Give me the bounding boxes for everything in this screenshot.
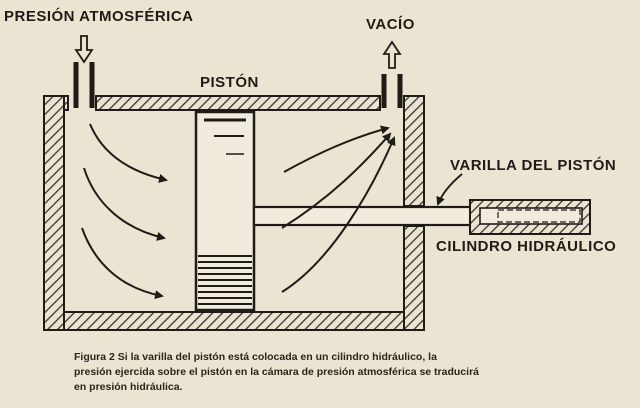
figure-caption: Figura 2 Si la varilla del pistón está c… [74,350,594,395]
arrow-up-icon [382,40,402,69]
hydraulic-cylinder-label: CILINDRO HIDRÁULICO [436,238,617,255]
outlet-port [381,74,403,108]
cylinder-wall [43,95,425,331]
caption-line-1: Figura 2 Si la varilla del pistón está c… [74,351,437,363]
airflow-arrows-left [81,123,168,300]
inlet-port [73,62,95,108]
airflow-arrows-right [281,125,396,293]
caption-line-3: en presión hidráulica. [74,381,183,393]
piston [194,110,256,312]
hydraulic-cylinder [469,199,591,235]
arrow-down-icon [74,35,94,64]
piston-rod-label: VARILLA DEL PISTÓN [450,157,617,174]
rod-pointer [436,173,463,206]
caption-line-2: presión ejercida sobre el pistón en la c… [74,366,479,378]
atmospheric-pressure-label: PRESIÓN ATMOSFÉRICA [4,8,194,25]
piston-label: PISTÓN [200,74,259,91]
vacuum-label: VACÍO [366,16,415,33]
